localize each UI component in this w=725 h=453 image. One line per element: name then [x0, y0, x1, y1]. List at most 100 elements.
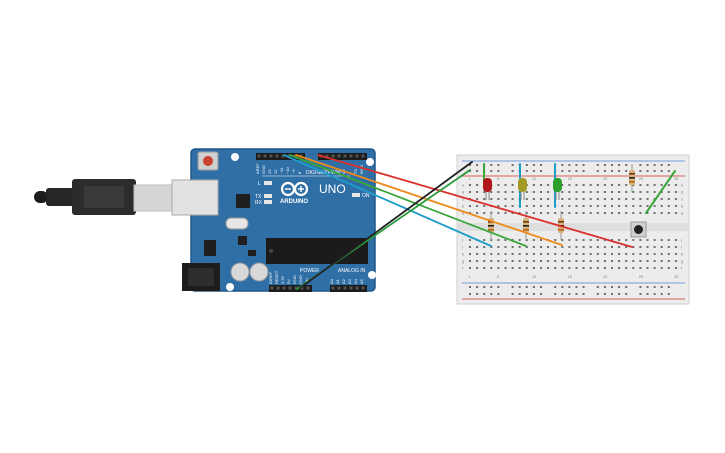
breadboard-hole[interactable]	[625, 267, 628, 269]
breadboard-hole[interactable]	[547, 253, 550, 255]
breadboard-hole[interactable]	[568, 286, 571, 288]
breadboard-hole[interactable]	[653, 286, 656, 288]
header-pin[interactable]	[300, 286, 304, 290]
breadboard-hole[interactable]	[568, 253, 571, 255]
breadboard-hole[interactable]	[660, 205, 663, 207]
breadboard-hole[interactable]	[547, 205, 550, 207]
breadboard-hole[interactable]	[525, 253, 528, 255]
breadboard-hole[interactable]	[490, 164, 493, 166]
breadboard-hole[interactable]	[476, 164, 479, 166]
breadboard-hole[interactable]	[611, 267, 613, 269]
breadboard-hole[interactable]	[476, 184, 479, 186]
breadboard-hole[interactable]	[511, 286, 514, 288]
breadboard-hole[interactable]	[632, 253, 635, 255]
breadboard-hole[interactable]	[490, 260, 493, 262]
breadboard-hole[interactable]	[540, 246, 542, 248]
breadboard-hole[interactable]	[653, 246, 656, 248]
breadboard-hole[interactable]	[540, 184, 542, 186]
breadboard-hole[interactable]	[540, 212, 542, 214]
breadboard-hole[interactable]	[632, 205, 635, 207]
breadboard-hole[interactable]	[632, 191, 635, 193]
breadboard-hole[interactable]	[483, 253, 486, 255]
breadboard-hole[interactable]	[582, 164, 585, 166]
breadboard-hole[interactable]	[532, 267, 535, 269]
breadboard-hole[interactable]	[568, 198, 571, 200]
breadboard-hole[interactable]	[525, 293, 528, 295]
breadboard-holes[interactable]	[469, 164, 677, 295]
breadboard-hole[interactable]	[476, 191, 479, 193]
breadboard-hole[interactable]	[540, 293, 542, 295]
breadboard-hole[interactable]	[568, 293, 571, 295]
breadboard-hole[interactable]	[490, 198, 493, 200]
header-pin[interactable]	[337, 154, 341, 158]
breadboard-hole[interactable]	[660, 267, 663, 269]
breadboard-hole[interactable]	[540, 267, 542, 269]
breadboard-hole[interactable]	[532, 184, 535, 186]
breadboard-hole[interactable]	[540, 198, 542, 200]
breadboard-hole[interactable]	[639, 170, 642, 172]
breadboard-hole[interactable]	[625, 198, 628, 200]
header-pin[interactable]	[276, 286, 280, 290]
breadboard-hole[interactable]	[625, 253, 628, 255]
breadboard-hole[interactable]	[653, 212, 656, 214]
breadboard-hole[interactable]	[511, 164, 514, 166]
header-pin[interactable]	[263, 154, 267, 158]
breadboard-hole[interactable]	[525, 212, 528, 214]
breadboard-hole[interactable]	[469, 260, 471, 262]
breadboard-hole[interactable]	[639, 164, 642, 166]
jumper-wire-green[interactable]	[645, 170, 676, 214]
breadboard-hole[interactable]	[575, 239, 578, 241]
header-pin[interactable]	[361, 154, 365, 158]
breadboard-hole[interactable]	[469, 253, 471, 255]
breadboard-hole[interactable]	[674, 205, 677, 207]
breadboard-hole[interactable]	[575, 246, 578, 248]
breadboard-hole[interactable]	[611, 253, 613, 255]
breadboard-hole[interactable]	[611, 293, 613, 295]
breadboard-hole[interactable]	[674, 253, 677, 255]
breadboard-hole[interactable]	[603, 267, 606, 269]
breadboard-hole[interactable]	[504, 267, 507, 269]
breadboard-hole[interactable]	[639, 184, 642, 186]
breadboard-hole[interactable]	[525, 267, 528, 269]
breadboard-hole[interactable]	[582, 184, 585, 186]
breadboard-hole[interactable]	[469, 286, 471, 288]
breadboard-hole[interactable]	[518, 246, 521, 248]
breadboard-hole[interactable]	[667, 260, 670, 262]
breadboard-hole[interactable]	[532, 164, 535, 166]
breadboard-hole[interactable]	[575, 205, 578, 207]
breadboard-hole[interactable]	[603, 253, 606, 255]
breadboard-hole[interactable]	[469, 246, 471, 248]
breadboard-hole[interactable]	[646, 253, 649, 255]
breadboard-hole[interactable]	[639, 286, 642, 288]
breadboard-hole[interactable]	[476, 293, 479, 295]
breadboard-hole[interactable]	[490, 286, 493, 288]
breadboard-hole[interactable]	[490, 170, 493, 172]
breadboard-hole[interactable]	[497, 260, 500, 262]
breadboard-hole[interactable]	[568, 164, 571, 166]
header-pin[interactable]	[282, 286, 286, 290]
breadboard-hole[interactable]	[483, 239, 486, 241]
breadboard-hole[interactable]	[625, 212, 628, 214]
breadboard-hole[interactable]	[674, 191, 677, 193]
header-pin[interactable]	[270, 286, 274, 290]
breadboard-hole[interactable]	[483, 286, 486, 288]
usb-cable[interactable]	[34, 179, 173, 215]
breadboard-hole[interactable]	[625, 239, 628, 241]
breadboard-hole[interactable]	[497, 239, 500, 241]
breadboard-hole[interactable]	[504, 246, 507, 248]
breadboard-hole[interactable]	[525, 286, 528, 288]
breadboard-hole[interactable]	[596, 191, 599, 193]
breadboard-hole[interactable]	[575, 267, 578, 269]
breadboard-hole[interactable]	[511, 253, 514, 255]
breadboard-hole[interactable]	[603, 293, 606, 295]
breadboard-hole[interactable]	[632, 267, 635, 269]
breadboard-hole[interactable]	[603, 198, 606, 200]
breadboard-hole[interactable]	[639, 246, 642, 248]
breadboard-hole[interactable]	[561, 253, 564, 255]
breadboard-hole[interactable]	[561, 184, 564, 186]
breadboard-hole[interactable]	[518, 260, 521, 262]
breadboard-hole[interactable]	[625, 293, 628, 295]
breadboard-hole[interactable]	[575, 191, 578, 193]
breadboard-hole[interactable]	[625, 191, 628, 193]
breadboard-hole[interactable]	[497, 198, 500, 200]
